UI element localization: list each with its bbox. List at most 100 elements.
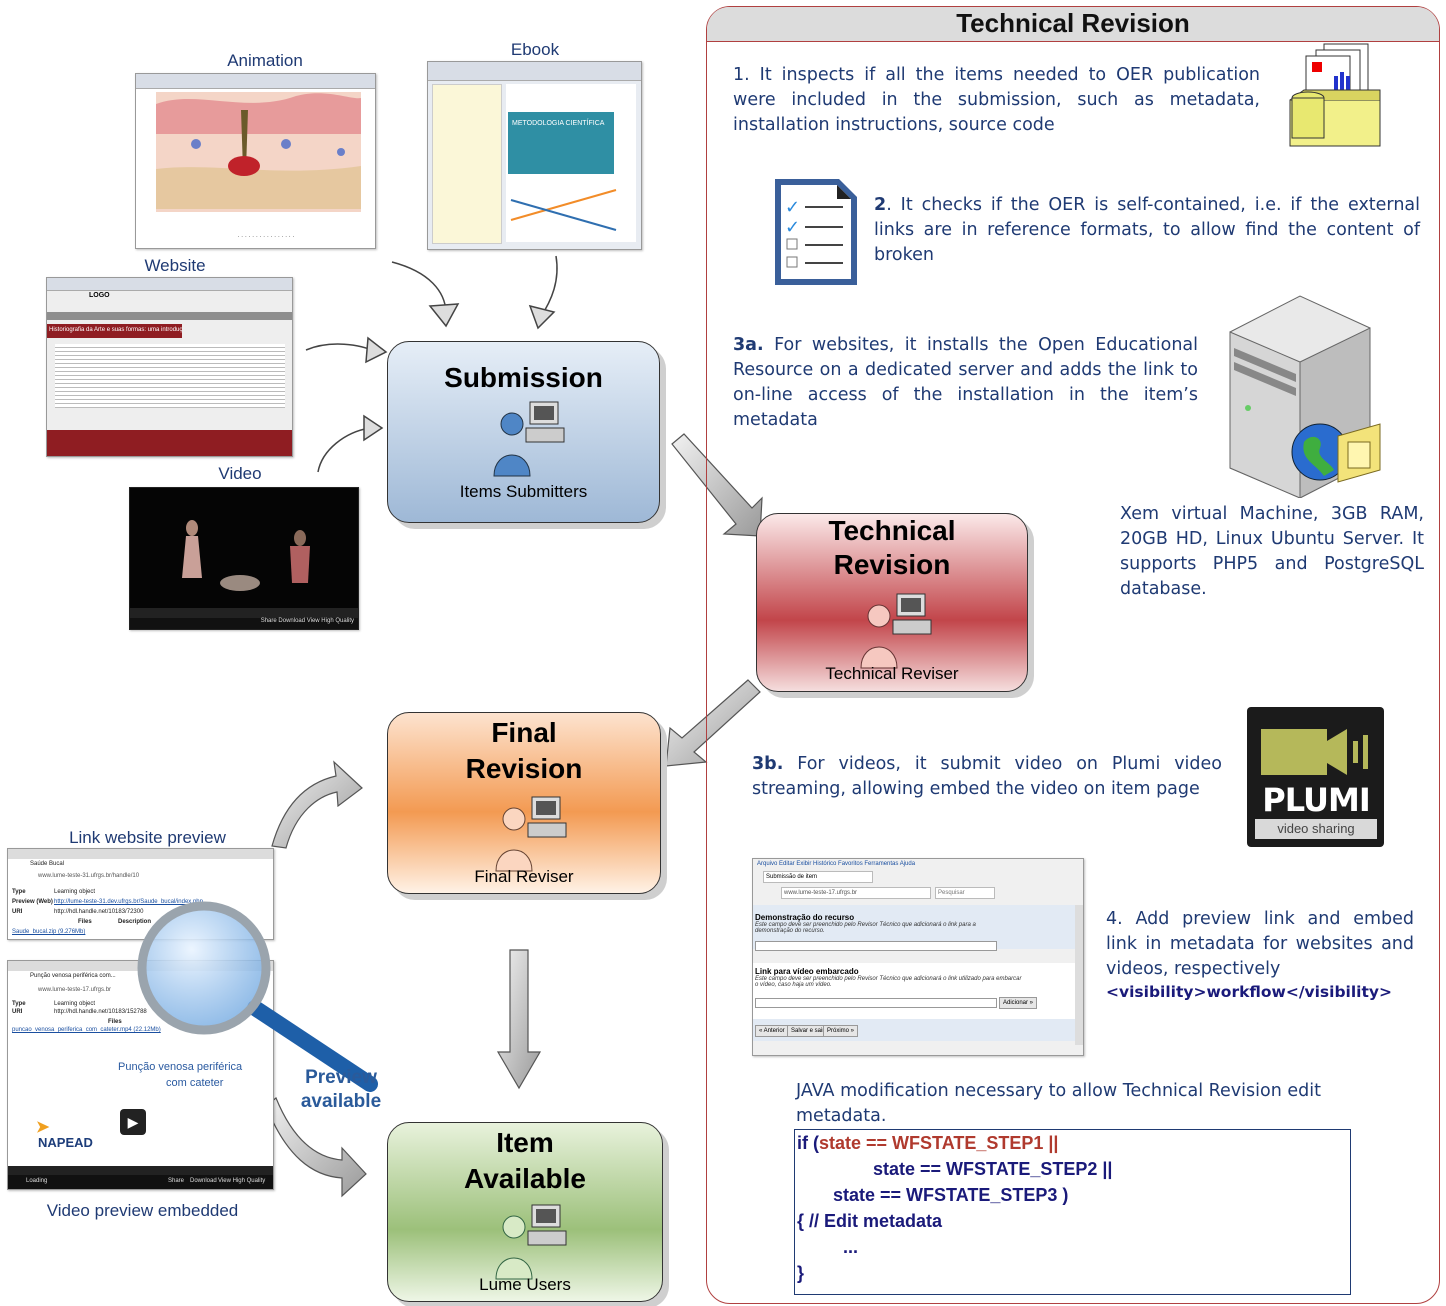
- item-title-2: Available: [464, 1163, 586, 1194]
- form-url[interactable]: www.lume-teste-17.ufrgs.br: [781, 887, 931, 899]
- animation-caption: · · · · · · · · · · · · · · · ·: [237, 234, 295, 240]
- form-field2-block: Link para vídeo embarcado Este campo dev…: [753, 963, 1075, 1019]
- step4-code: <visibility>workflow</visibility>: [1106, 983, 1392, 1001]
- code-if: if (: [797, 1133, 819, 1153]
- website-heading: Historiografia da Arte e suas formas: um…: [47, 324, 182, 338]
- preview-available-label: Preview available: [296, 1066, 386, 1114]
- form-search[interactable]: Pesquisar: [935, 887, 995, 899]
- technical-title-1: Technical: [828, 515, 956, 546]
- java-note: JAVA modification necessary to allow Tec…: [796, 1081, 1321, 1126]
- svg-text:✓: ✓: [785, 217, 800, 238]
- curved-arrow-ebook: [528, 255, 558, 330]
- next-button[interactable]: Próximo »: [823, 1025, 859, 1037]
- form-tab[interactable]: Submissão de item: [763, 871, 873, 883]
- technical-person-icon: [860, 593, 932, 669]
- stage-final-revision: Final Revision Final Reviser: [387, 712, 661, 894]
- preview-url: www.lume-teste-17.ufrgs.br: [38, 987, 112, 993]
- curved-arrow-video: [317, 414, 384, 473]
- browser-bar: [47, 278, 292, 291]
- submission-title: Submission: [444, 362, 603, 393]
- field1-input[interactable]: [755, 941, 997, 951]
- type-value: Learning object: [54, 889, 96, 895]
- website-footer: [47, 430, 292, 456]
- ebook-lines: [510, 189, 617, 231]
- video-thumbnail: Share Download View High Quality: [129, 487, 359, 630]
- file-link[interactable]: puncao_venosa_periferica_com_cateter.mp4…: [12, 1027, 161, 1033]
- preview-url: www.lume-teste-31.ufrgs.br/handle/10: [38, 873, 140, 879]
- step2-number: 2: [874, 195, 887, 215]
- view-high-quality-button[interactable]: View High Quality: [218, 1178, 266, 1184]
- field1-help: Este campo deve ser preenchido pelo Revi…: [755, 922, 976, 934]
- website-thumbnail: LOGO Historiografia da Arte e suas forma…: [46, 277, 293, 457]
- video-frame: [182, 520, 310, 591]
- plumi-logo: PLUMI video sharing: [1247, 707, 1384, 847]
- files-header: Files: [78, 919, 92, 925]
- preview-web-key: Preview (Web): [12, 899, 53, 905]
- uri-key: URI: [12, 909, 23, 915]
- ebook-page: METODOLOGIA CIENTÍFICA: [506, 84, 636, 242]
- play-icon[interactable]: ▶: [120, 1109, 146, 1135]
- camera-icon: [1261, 729, 1368, 775]
- arrow-to-final: [665, 679, 761, 767]
- form-scrollbar[interactable]: [1075, 905, 1083, 1045]
- napead-mark-icon: ➤: [36, 1119, 50, 1136]
- curved-arrow-preview-down: [265, 1097, 367, 1198]
- video-controls[interactable]: Share Download View High Quality: [130, 618, 358, 629]
- step1-text: 1. It inspects if all the items needed t…: [733, 65, 1260, 135]
- video-progress[interactable]: [130, 608, 358, 618]
- item-role: Lume Users: [479, 1275, 571, 1294]
- animation-thumbnail: · · · · · · · · · · · · · · · ·: [135, 73, 376, 249]
- type-value: Learning object: [54, 1001, 96, 1007]
- preview-tab: Punção venosa periférica com...: [30, 973, 116, 979]
- field1-label: Demonstração do recurso: [755, 913, 855, 922]
- step2-body: . It checks if the OER is self-contained…: [874, 195, 1420, 265]
- server-icon: [1229, 295, 1381, 498]
- website-logo: LOGO: [89, 292, 110, 299]
- stage-technical-revision: Technical Revision Technical Reviser: [756, 513, 1028, 692]
- server-specs: Xem virtual Machine, 3GB RAM, 20GB HD, L…: [1120, 504, 1424, 599]
- submission-role: Items Submitters: [459, 482, 588, 501]
- technical-revision-panel: Technical Revision: [706, 6, 1440, 1304]
- code-line-2: state == WFSTATE_STEP2 ||: [873, 1159, 1113, 1179]
- plumi-brand: PLUMI: [1262, 781, 1370, 819]
- field2-input[interactable]: [755, 998, 997, 1008]
- step3b-number: 3b.: [752, 754, 784, 774]
- website-nav: [47, 312, 292, 320]
- final-title-1: Final: [491, 717, 557, 748]
- plumi-tagline: video sharing: [1255, 819, 1377, 839]
- menu-bar: [8, 849, 273, 859]
- file-link[interactable]: Saude_bucal.zip (9.276Mb): [12, 929, 86, 935]
- panel-title: Technical Revision: [707, 7, 1439, 42]
- step3a-text: 3a. For websites, it installs the Open E…: [733, 333, 1198, 433]
- step4-text: 4. Add preview link and embed link in me…: [1106, 909, 1414, 979]
- svg-text:✓: ✓: [785, 197, 800, 218]
- previous-button[interactable]: « Anterior: [755, 1025, 789, 1037]
- uri-value: http://hdl.handle.net/10183/152788: [54, 1009, 147, 1015]
- website-text: [55, 344, 285, 408]
- final-title-2: Revision: [465, 753, 583, 784]
- arrow-to-item: [496, 949, 542, 1090]
- code-line-6: }: [797, 1263, 805, 1283]
- ebook-title: METODOLOGIA CIENTÍFICA: [512, 120, 605, 127]
- field2-label: Link para vídeo embarcado: [755, 967, 859, 976]
- submitter-person-icon: [493, 401, 565, 477]
- preview-web-link[interactable]: http://lume-teste-31.dev.ufrgs.br/Saude_…: [54, 899, 203, 905]
- preview-tab: Saúde Bucal: [30, 861, 65, 867]
- video-progress[interactable]: [8, 1166, 273, 1175]
- download-button[interactable]: Download: [190, 1178, 217, 1184]
- type-key: Type: [12, 889, 26, 895]
- skin-illustration: [156, 92, 361, 212]
- step3b-body: For videos, it submit video on Plumi vid…: [752, 754, 1222, 799]
- label-link-website-preview: Link website preview: [69, 828, 226, 847]
- step3a-number: 3a.: [733, 335, 764, 355]
- add-button[interactable]: Adicionar »: [999, 997, 1038, 1009]
- video-title-line2: com cateter: [166, 1077, 224, 1089]
- metadata-form-screenshot: Arquivo Editar Exibir Histórico Favorito…: [752, 858, 1084, 1056]
- ebook-thumbnail: METODOLOGIA CIENTÍFICA: [427, 61, 642, 250]
- share-button[interactable]: Share: [168, 1178, 185, 1184]
- code-line-4: { // Edit metadata: [797, 1211, 943, 1231]
- java-code-block: if (state == WFSTATE_STEP1 || state == W…: [794, 1129, 1351, 1295]
- archive-box-icon: [1289, 43, 1381, 147]
- label-video: Video: [218, 464, 262, 483]
